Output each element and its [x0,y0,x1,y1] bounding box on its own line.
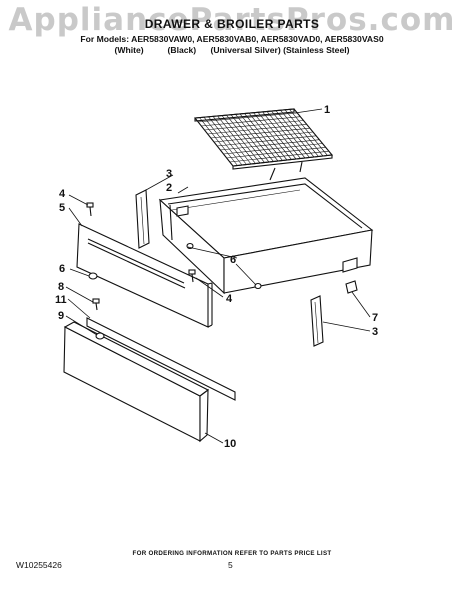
callout-2: 2 [166,182,172,194]
rack-wire [213,131,314,143]
screw-upper-left [86,202,94,217]
drawer-front-panel [76,223,213,328]
model-list: For Models: AER5830VAW0, AER5830VAB0, AE… [80,34,384,44]
callout-6-left: 6 [59,263,65,275]
rack-wire [223,143,323,155]
callout-8: 8 [58,281,64,293]
callout-9: 9 [58,310,64,322]
watermark: AppliancePartsPros.com [8,2,456,38]
callout-1: 1 [324,104,330,116]
drawer-slide-right [310,295,324,347]
callout-7: 7 [372,312,378,324]
finish-list: (White) (Black) (Universal Silver) (Stai… [114,45,350,55]
rack-wire [210,127,310,139]
callout-6-right: 6 [230,254,236,266]
screw-lower-left [92,298,100,311]
callout-11: 11 [55,294,67,306]
callout-4-top: 4 [59,188,66,200]
rack-wire [229,150,329,163]
rack-wire [198,112,298,123]
callout-10: 10 [224,438,236,450]
rack-wire [220,139,320,151]
drawer-slide-left [135,189,150,249]
ordering-note: FOR ORDERING INFORMATION REFER TO PARTS … [132,550,332,557]
drawer-stop-bracket [345,280,358,294]
screw-right [188,269,196,283]
callout-4-right: 4 [226,293,233,305]
page-title: DRAWER & BROILER PARTS [144,17,320,31]
rack-wire [226,147,326,159]
callout-leaders [65,108,371,444]
kick-panel [63,321,210,443]
rack-wire [207,124,307,135]
document-part-number: W10255426 [16,560,62,570]
washer-left [88,272,98,280]
panel-bracket [86,317,236,401]
rack-wire [204,120,304,131]
broiler-rack [193,108,334,181]
rack-wire [201,116,301,127]
callout-5: 5 [59,202,65,214]
rack-wire [217,135,317,147]
callout-3-bottom: 3 [372,326,378,338]
page-number: 5 [228,560,233,570]
callout-3-top: 3 [166,168,172,180]
